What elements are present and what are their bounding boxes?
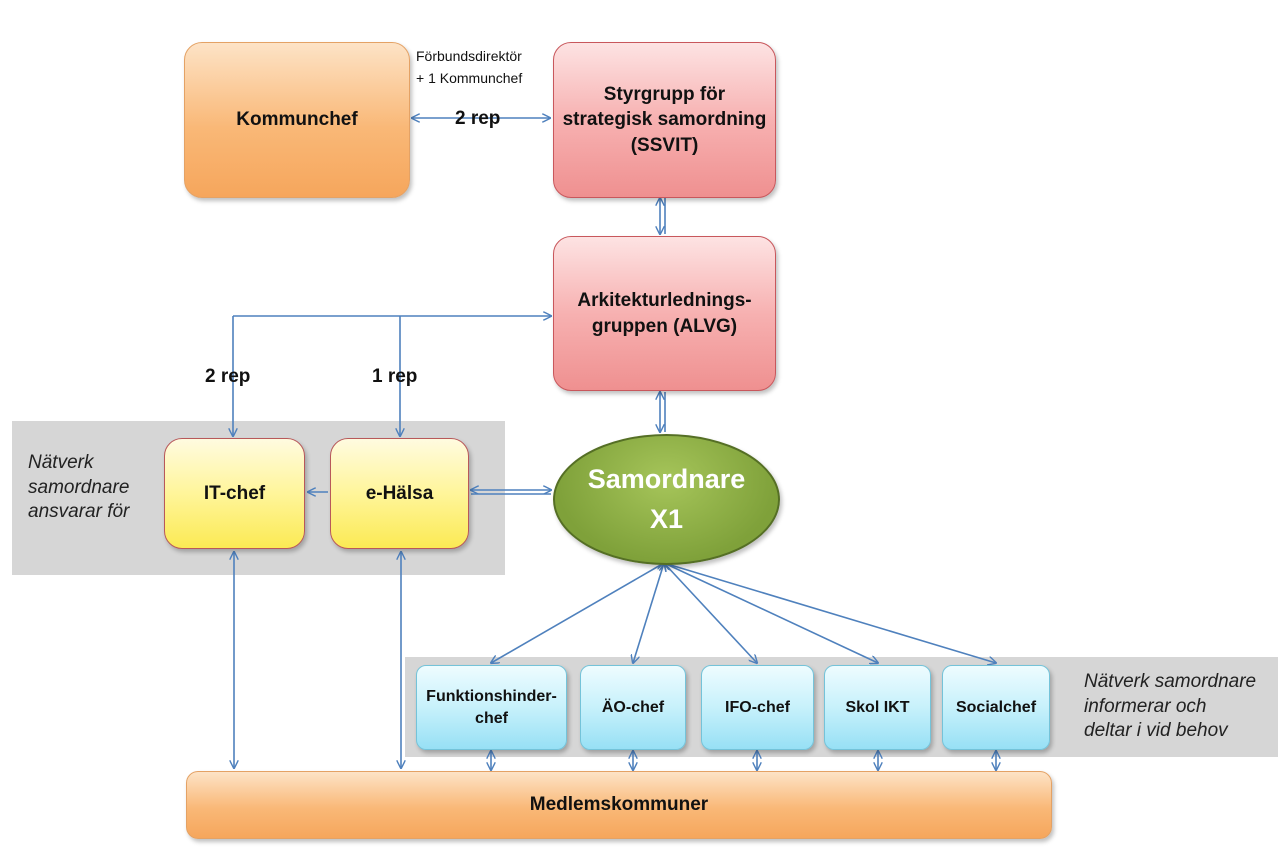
node-alvg: Arkitekturlednings- gruppen (ALVG) xyxy=(553,236,776,391)
node-socialchef-label: Socialchef xyxy=(955,698,1037,716)
node-skol-ikt: Skol IKT xyxy=(824,665,931,750)
node-funktionshinder-line-1: Funktionshinder- xyxy=(426,687,557,705)
node-funktionshinder-line-2: chef xyxy=(475,709,508,727)
left-note-line-2: samordnare xyxy=(28,476,130,498)
node-ifo-chef: IFO-chef xyxy=(701,665,814,750)
node-medlemskommuner-label: Medlemskommuner xyxy=(529,794,709,816)
rep-label-ehalsa: 1 rep xyxy=(372,366,418,387)
link-samordnare-ifo xyxy=(664,563,757,663)
left-note-line-1: Nätverk xyxy=(28,452,94,473)
link-samordnare-social xyxy=(664,563,996,663)
rep-label-it: 2 rep xyxy=(205,366,251,387)
node-alvg-line-1: Arkitekturlednings- xyxy=(577,289,752,311)
link-samordnare-skol xyxy=(664,563,878,663)
node-socialchef: Socialchef xyxy=(942,665,1050,750)
forbundsdirektor-line-2: + 1 Kommunchef xyxy=(416,69,523,86)
right-note-line-2: informerar och xyxy=(1084,695,1207,717)
left-network-note: Nätverk samordnare ansvarar för xyxy=(28,451,129,525)
node-kommunchef: Kommunchef xyxy=(184,42,410,198)
node-medlemskommuner: Medlemskommuner xyxy=(186,771,1052,839)
right-note-line-3: deltar i vid behov xyxy=(1084,720,1228,742)
link-samordnare-ao xyxy=(633,563,664,663)
node-it-chef-label: IT-chef xyxy=(203,482,266,504)
node-ao-chef: ÄO-chef xyxy=(580,665,686,750)
node-ifo-chef-label: IFO-chef xyxy=(725,698,790,716)
left-note-line-3: ansvarar för xyxy=(28,501,130,523)
node-funktionshinder: Funktionshinder- chef xyxy=(416,665,567,750)
right-note-line-1: Nätverk samordnare xyxy=(1084,671,1257,692)
node-styrgrupp: Styrgrupp för strategisk samordning (SSV… xyxy=(553,42,776,198)
node-samordnare-line-2: X1 xyxy=(649,503,684,534)
forbundsdirektor-line-1: Förbundsdirektör xyxy=(416,48,522,64)
node-styrgrupp-line-1: Styrgrupp för xyxy=(603,83,726,105)
node-it-chef: IT-chef xyxy=(164,438,305,549)
node-styrgrupp-line-2: strategisk samordning xyxy=(562,109,767,131)
forbundsdirektor-label: Förbundsdirektör + 1 Kommunchef xyxy=(416,46,522,89)
node-samordnare-line-1: Samordnare xyxy=(587,464,746,495)
link-samordnare-funktionshinder xyxy=(491,563,664,663)
node-ao-chef-label: ÄO-chef xyxy=(601,698,665,716)
node-samordnare: Samordnare X1 xyxy=(553,434,780,565)
node-kommunchef-label: Kommunchef xyxy=(236,109,358,131)
node-skol-ikt-label: Skol IKT xyxy=(845,698,910,716)
rep-label-top: 2 rep xyxy=(455,108,501,129)
node-e-halsa: e-Hälsa xyxy=(330,438,469,549)
right-network-note: Nätverk samordnare informerar och deltar… xyxy=(1084,670,1256,744)
node-e-halsa-label: e-Hälsa xyxy=(365,482,434,504)
node-styrgrupp-line-3: (SSVIT) xyxy=(630,134,699,156)
node-alvg-line-2: gruppen (ALVG) xyxy=(591,315,738,337)
